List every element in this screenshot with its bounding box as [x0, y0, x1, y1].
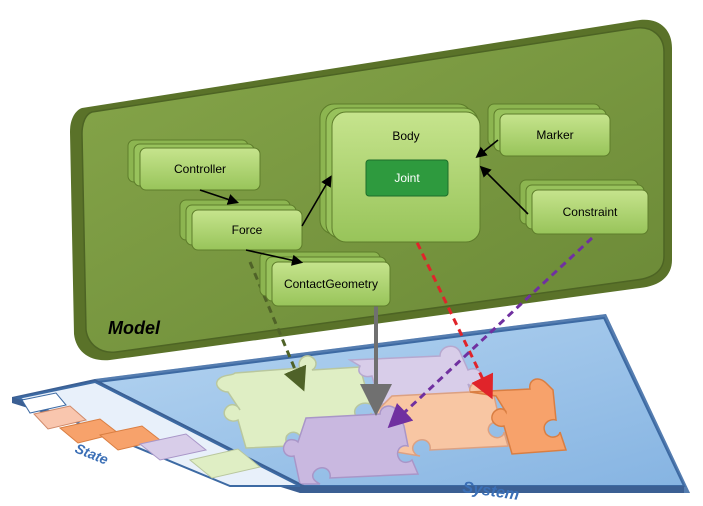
component-contact-geometry: ContactGeometry — [259, 251, 391, 307]
marker-label: Marker — [536, 128, 573, 142]
puzzle-piece-lavender-bottom — [282, 405, 420, 485]
joint-box — [365, 159, 449, 197]
component-force: Force — [179, 199, 303, 251]
model-title: Model — [108, 318, 161, 338]
component-body: Body Joint — [319, 103, 481, 243]
joint-label: Joint — [394, 171, 420, 185]
contact-geometry-label: ContactGeometry — [284, 277, 378, 291]
arrow-force-to-contactgeometry — [245, 249, 304, 266]
arrow-marker-to-body — [475, 139, 499, 158]
internal-arrows — [199, 139, 529, 266]
state-bar — [12, 379, 305, 493]
projection-arrow-contactgeometry — [248, 261, 307, 392]
projection-arrow-constraint — [387, 236, 594, 429]
force-label: Force — [232, 223, 263, 237]
arrow-controller-to-force — [199, 189, 240, 205]
component-constraint: Constraint — [519, 179, 649, 235]
body-label: Body — [392, 129, 419, 143]
arrow-constraint-to-body — [479, 165, 529, 215]
puzzle-piece-orange — [469, 378, 568, 455]
component-marker: Marker — [487, 103, 611, 157]
projection-arrows — [248, 231, 594, 429]
arrow-force-to-body — [301, 175, 332, 227]
component-controller: Controller — [127, 139, 261, 191]
controller-label: Controller — [174, 162, 226, 176]
constraint-label: Constraint — [563, 205, 618, 219]
state-label: State — [73, 440, 111, 468]
projection-arrow-joint — [410, 231, 494, 400]
